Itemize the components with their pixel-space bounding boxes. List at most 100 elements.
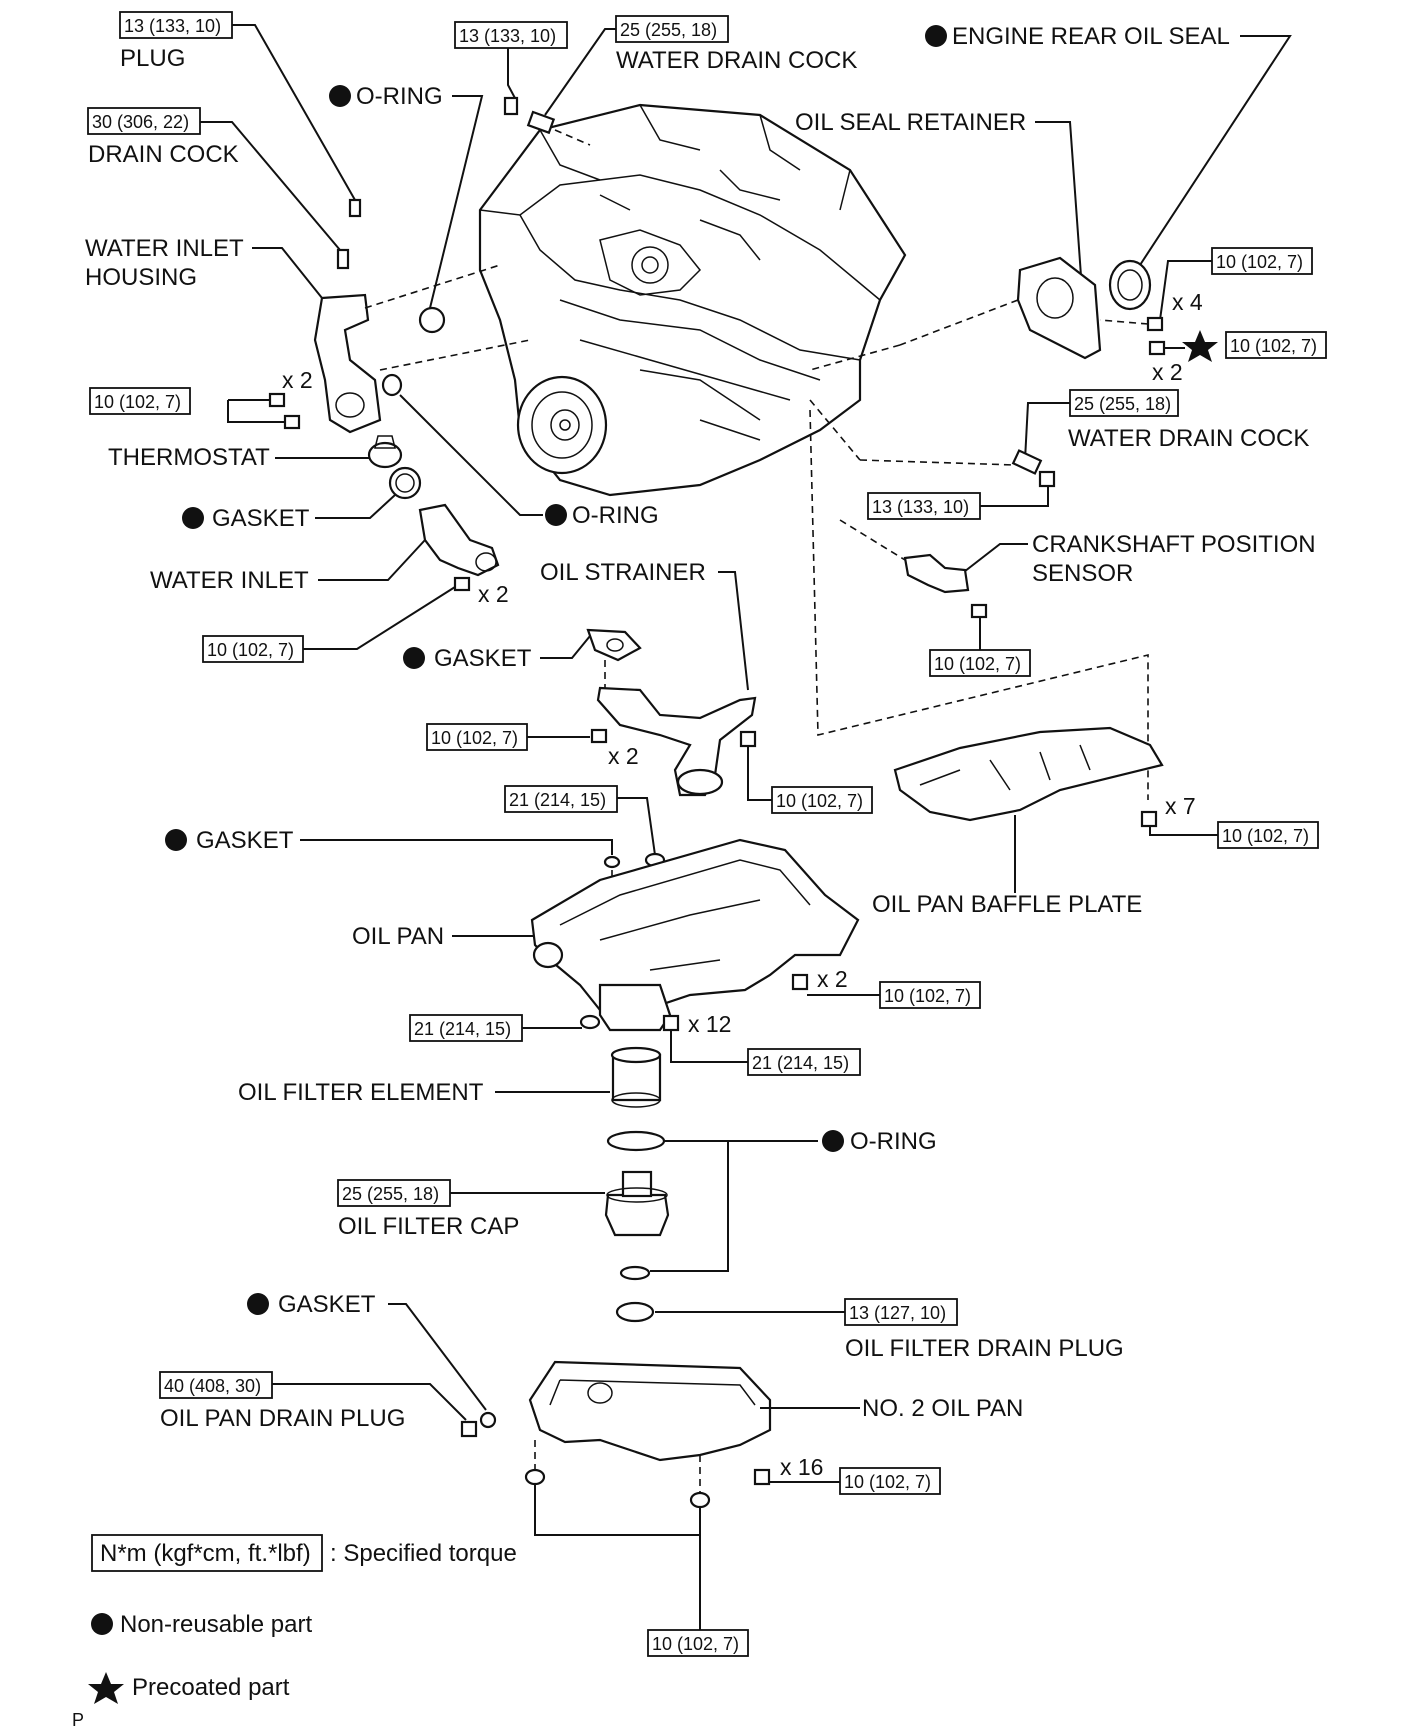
- strainer-bolt-callout: 10 (102, 7): [739, 730, 873, 814]
- strainer-nut-torque: 10 (102, 7): [431, 728, 518, 748]
- retainer-precoated-bolt-callout: 10 (102, 7) x 2: [1148, 330, 1327, 385]
- drain-cock-callout: 30 (306, 22) DRAIN COCK: [87, 107, 350, 270]
- oil-pan-stud-torque: 21 (214, 15): [509, 790, 606, 810]
- sensor-bolt-torque: 10 (102, 7): [934, 654, 1021, 674]
- water-inlet-bolt-torque: 10 (102, 7): [207, 640, 294, 660]
- non-reusable-dot: [91, 1613, 113, 1635]
- water-inlet-housing-label-1: WATER INLET: [85, 235, 244, 262]
- plug-label: PLUG: [120, 45, 185, 72]
- water-inlet-label: WATER INLET: [150, 567, 309, 594]
- no2-oil-pan-callout: NO. 2 OIL PAN: [528, 1360, 1023, 1462]
- no2-oil-pan-bolt-callout: 10 (102, 7) x 16: [753, 1454, 941, 1495]
- water-drain-cock-top-label: WATER DRAIN COCK: [616, 47, 857, 74]
- retainer-bolts-qty: x 4: [1172, 289, 1203, 315]
- housing-bolt-torque: 10 (102, 7): [94, 392, 181, 412]
- water-inlet-housing-callout: WATER INLET HOUSING: [85, 235, 382, 434]
- oil-filter-drain-plug-label: OIL FILTER DRAIN PLUG: [845, 1335, 1124, 1362]
- water-drain-cock-top-callout: 25 (255, 18) WATER DRAIN COCK: [526, 15, 857, 146]
- no2-oil-pan-label: NO. 2 OIL PAN: [862, 1395, 1023, 1422]
- sensor-bolt-callout: 10 (102, 7): [929, 603, 1031, 677]
- retainer-bolt-torque: 10 (102, 7): [1216, 252, 1303, 272]
- housing-bolts-qty: x 2: [282, 367, 313, 393]
- right-bolt-torque: 13 (133, 10): [872, 497, 969, 517]
- engine-rear-oil-seal-label: ENGINE REAR OIL SEAL: [952, 23, 1230, 50]
- top-bolt-torque: 13 (133, 10): [459, 26, 556, 46]
- oil-filter-cap-callout: 25 (255, 18) OIL FILTER CAP: [337, 1170, 670, 1240]
- crankshaft-sensor-label-2: SENSOR: [1032, 560, 1133, 587]
- right-bolt-callout: 13 (133, 10): [867, 470, 1056, 520]
- oil-pan-bolt-callout: 21 (214, 15) x 12: [662, 1011, 861, 1076]
- gasket-3-label: GASKET: [196, 827, 294, 854]
- gasket-4-label: GASKET: [278, 1291, 376, 1318]
- baffle-bolts-qty: x 7: [1165, 793, 1196, 819]
- strainer-bolt-torque: 10 (102, 7): [776, 791, 863, 811]
- plug-callout: 13 (133, 10) PLUG: [119, 11, 362, 218]
- oil-pan-side-bolt-callout: 10 (102, 7) x 2: [791, 966, 981, 1009]
- oil-pan-bolts-qty: x 12: [688, 1011, 731, 1037]
- oil-filter-cap-label: OIL FILTER CAP: [338, 1213, 519, 1240]
- oil-pan-drain-plug-callout: 40 (408, 30) OIL PAN DRAIN PLUG: [159, 1371, 478, 1438]
- no2-oil-pan-bolts-qty: x 16: [780, 1454, 823, 1480]
- crankshaft-sensor-label-1: CRANKSHAFT POSITION: [1032, 531, 1316, 558]
- no2-oil-pan-bolt-torque: 10 (102, 7): [844, 1472, 931, 1492]
- non-reusable-dot: [165, 829, 187, 851]
- o-ring-top-label: O-RING: [356, 83, 443, 110]
- water-inlet-callout: WATER INLET: [150, 503, 500, 594]
- oil-pan-side-bolt-torque: 10 (102, 7): [884, 986, 971, 1006]
- plug-torque: 13 (133, 10): [124, 16, 221, 36]
- oil-pan-drain-plug-torque: 40 (408, 30): [164, 1376, 261, 1396]
- thermostat-label: THERMOSTAT: [108, 444, 270, 471]
- corner-mark: P: [72, 1710, 84, 1730]
- water-inlet-housing-label-2: HOUSING: [85, 264, 197, 291]
- gasket-3-callout: GASKET: [165, 827, 621, 950]
- oil-pan-nut-torque: 21 (214, 15): [414, 1019, 511, 1039]
- water-drain-cock-right-label: WATER DRAIN COCK: [1068, 425, 1309, 452]
- gasket-1-callout: GASKET: [182, 466, 422, 532]
- non-reusable-dot: [403, 647, 425, 669]
- no2-oil-pan-nut-callout: 10 (102, 7): [524, 1440, 749, 1657]
- o-ring-top-callout: O-RING: [329, 83, 484, 334]
- drain-cock-torque: 30 (306, 22): [92, 112, 189, 132]
- oil-filter-drain-plug-callout: 13 (127, 10) OIL FILTER DRAIN PLUG: [615, 1298, 1124, 1362]
- retainer-bolt-callout: 10 (102, 7) x 4: [1146, 247, 1313, 332]
- o-ring-filter-callout: O-RING: [606, 1128, 937, 1281]
- non-reusable-dot: [247, 1293, 269, 1315]
- legend-torque-desc: : Specified torque: [330, 1540, 517, 1567]
- oil-pan-drain-plug-label: OIL PAN DRAIN PLUG: [160, 1405, 405, 1432]
- crankshaft-sensor-callout: CRANKSHAFT POSITION SENSOR: [839, 519, 1316, 594]
- engine-rear-oil-seal-callout: ENGINE REAR OIL SEAL: [925, 23, 1292, 311]
- water-drain-cock-right-callout: 25 (255, 18) WATER DRAIN COCK: [1011, 389, 1309, 475]
- baffle-bolt-torque: 10 (102, 7): [1222, 826, 1309, 846]
- non-reusable-dot: [545, 504, 567, 526]
- gasket-2-callout: GASKET: [403, 628, 642, 688]
- oil-strainer-callout: OIL STRAINER: [540, 559, 757, 797]
- oil-seal-retainer-callout: OIL SEAL RETAINER: [795, 109, 1102, 360]
- oil-strainer-label: OIL STRAINER: [540, 559, 706, 586]
- gasket-2-label: GASKET: [434, 645, 532, 672]
- o-ring-filter-label: O-RING: [850, 1128, 937, 1155]
- baffle-bolt-callout: 10 (102, 7) x 7: [1140, 793, 1319, 849]
- housing-bolt-callout: 10 (102, 7) x 2: [89, 367, 313, 430]
- strainer-nuts-qty: x 2: [608, 743, 639, 769]
- retainer-precoated-qty: x 2: [1152, 359, 1183, 385]
- top-bolt-callout: 13 (133, 10): [454, 21, 568, 116]
- legend-precoated: Precoated part: [132, 1674, 290, 1701]
- oil-filter-element-label: OIL FILTER ELEMENT: [238, 1079, 484, 1106]
- no2-oil-pan-nut-torque: 10 (102, 7): [652, 1634, 739, 1654]
- non-reusable-dot: [182, 507, 204, 529]
- gasket-4-callout: GASKET: [247, 1291, 497, 1429]
- engine-block: [478, 103, 907, 497]
- oil-pan-label: OIL PAN: [352, 923, 444, 950]
- water-drain-cock-right-torque: 25 (255, 18): [1074, 394, 1171, 414]
- precoated-star: [1182, 330, 1218, 362]
- legend: N*m (kgf*cm, ft.*lbf) : Specified torque…: [72, 1534, 517, 1730]
- oil-pan-callout: OIL PAN: [352, 838, 860, 1032]
- o-ring-mid-label: O-RING: [572, 502, 659, 529]
- oil-pan-baffle-plate-label: OIL PAN BAFFLE PLATE: [872, 891, 1142, 918]
- legend-non-reusable: Non-reusable part: [120, 1611, 312, 1638]
- water-drain-cock-top-torque: 25 (255, 18): [620, 20, 717, 40]
- thermostat-callout: THERMOSTAT: [108, 435, 403, 471]
- oil-pan-bolt-torque: 21 (214, 15): [752, 1053, 849, 1073]
- oil-pan-stud-callout: 21 (214, 15): [504, 785, 666, 868]
